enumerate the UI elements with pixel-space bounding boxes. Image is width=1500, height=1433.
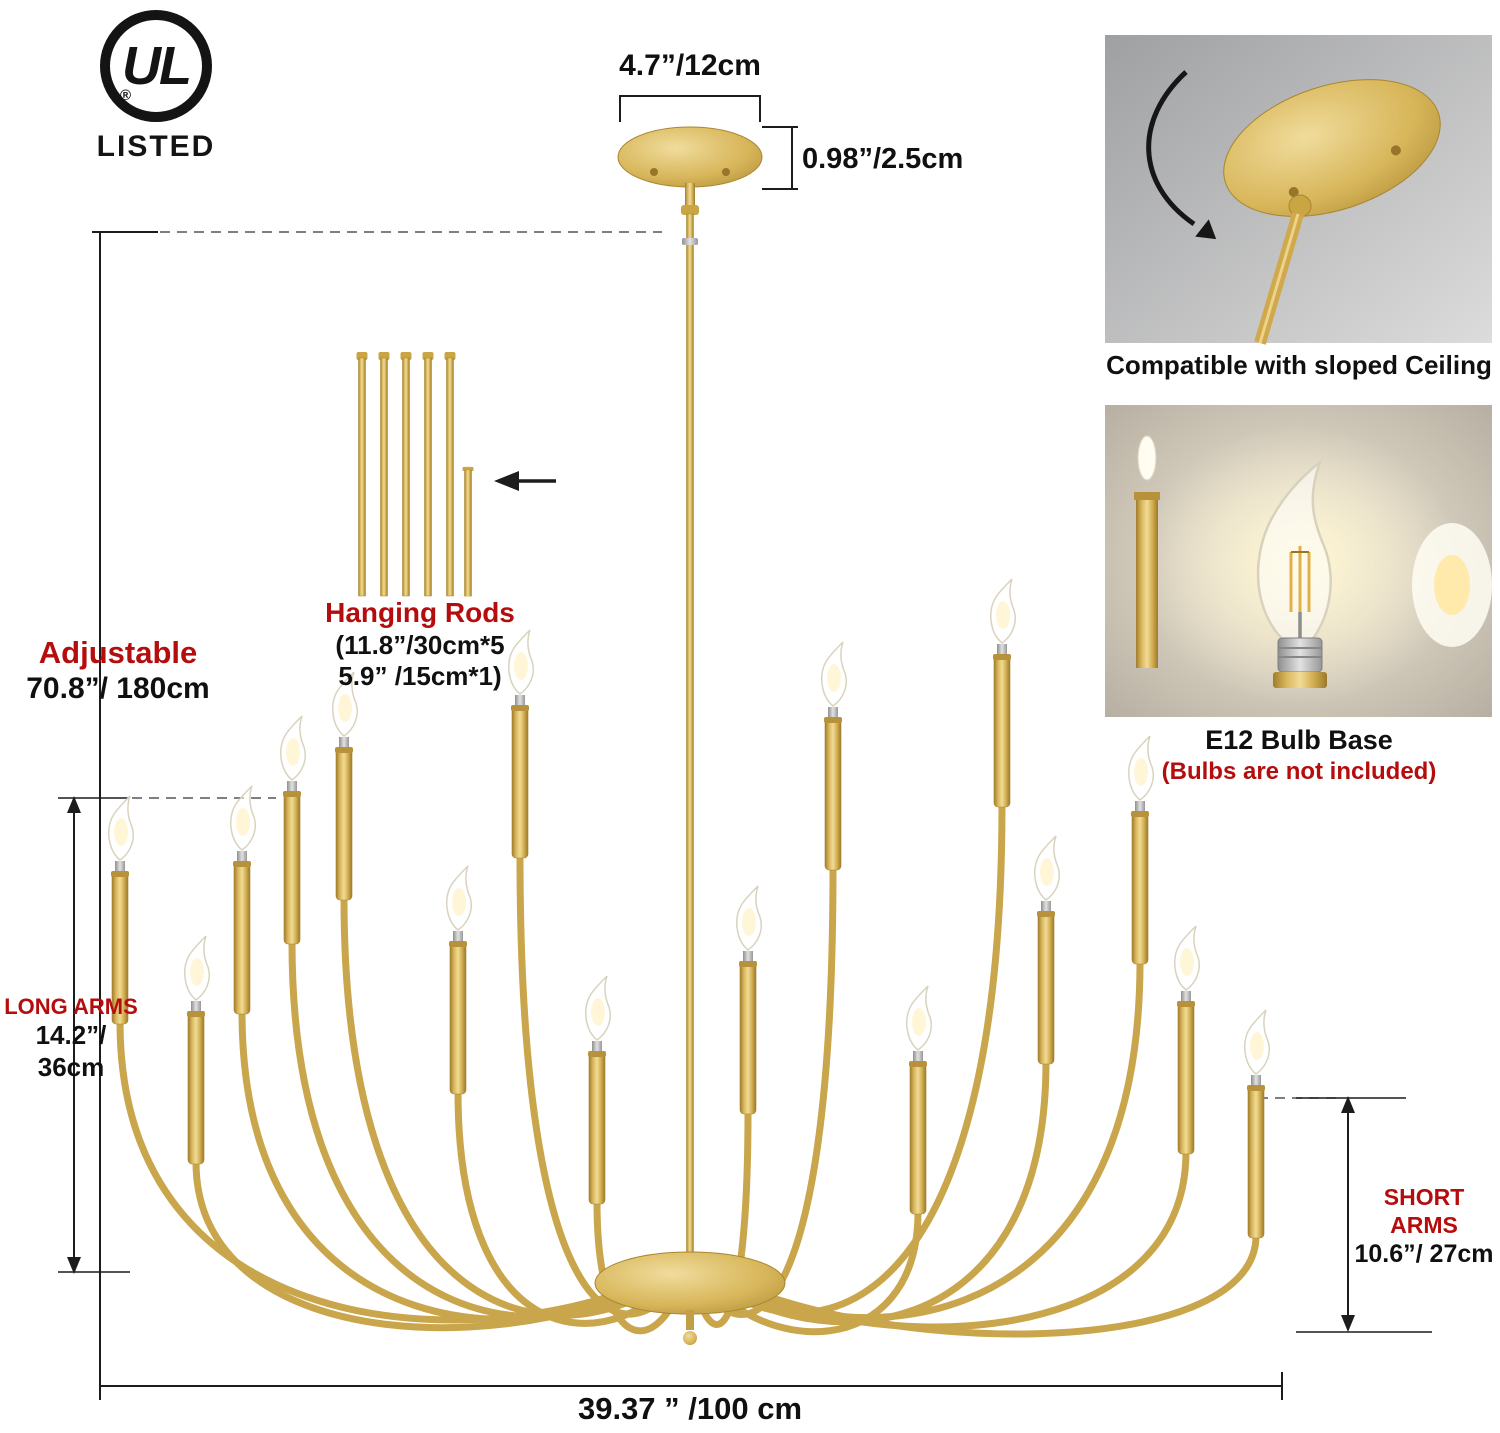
long-arms-title: LONG ARMS bbox=[4, 994, 138, 1019]
ceiling-canopy bbox=[617, 126, 763, 215]
hanging-rods-line2: 5.9” /15cm*1) bbox=[338, 660, 502, 691]
adjustable-height-label: Adjustable 70.8”/ 180cm bbox=[6, 634, 230, 707]
bulb-base-note: (Bulbs are not included) bbox=[1161, 758, 1437, 786]
registered-symbol: ® bbox=[120, 87, 132, 104]
long-arms-label: LONG ARMS 14.2”/ 36cm bbox=[0, 994, 142, 1083]
long-arms-line2: 36cm bbox=[37, 1051, 105, 1082]
short-arms-value: 10.6”/ 27cm bbox=[1354, 1240, 1494, 1269]
rod-set-screw bbox=[682, 238, 698, 245]
adjustable-value: 70.8”/ 180cm bbox=[26, 672, 210, 706]
down-rod bbox=[686, 213, 694, 1267]
hanging-rods-arrow bbox=[494, 471, 556, 491]
center-hub bbox=[594, 1251, 786, 1345]
hanging-rods-title: Hanging Rods bbox=[325, 597, 515, 628]
bulb-base-title: E12 Bulb Base bbox=[1205, 725, 1393, 755]
swivel-arrow-icon bbox=[1146, 70, 1217, 240]
sloped-ceiling-panel bbox=[1105, 35, 1492, 345]
dimension-lines bbox=[92, 95, 1283, 1400]
hanging-rods-label: Hanging Rods (11.8”/30cm*5 5.9” /15cm*1) bbox=[310, 596, 530, 692]
adjustable-title: Adjustable bbox=[38, 635, 198, 670]
ul-listed-text: LISTED bbox=[96, 130, 216, 163]
hanging-rods-line1: (11.8”/30cm*5 bbox=[335, 629, 505, 660]
ul-listed-badge: UL ® LISTED bbox=[92, 10, 220, 164]
canopy-height-label: 0.98”/2.5cm bbox=[802, 143, 964, 175]
long-arms-dimension-arrow bbox=[58, 796, 130, 1274]
e12-bulb bbox=[1256, 458, 1332, 688]
bulb-closeup-panel bbox=[1105, 405, 1492, 717]
sloped-ceiling-caption: Compatible with sloped Ceiling bbox=[1106, 350, 1492, 380]
canopy-width-bracket bbox=[619, 95, 761, 122]
canopy-width-label: 4.7”/12cm bbox=[619, 49, 761, 82]
short-arms-dimension-arrow bbox=[1296, 1096, 1432, 1333]
chandelier bbox=[108, 126, 1271, 1345]
overall-width-label: 39.37 ” /100 cm bbox=[577, 1391, 803, 1426]
hanging-rods bbox=[356, 351, 474, 597]
short-arms-title: SHORT ARMS bbox=[1383, 1184, 1465, 1238]
short-arms-label: SHORT ARMS 10.6”/ 27cm bbox=[1348, 1184, 1500, 1269]
long-arms-line1: 14.2”/ bbox=[35, 1020, 107, 1051]
ul-logo-icon: UL ® bbox=[100, 10, 212, 122]
canopy-height-bracket bbox=[762, 126, 798, 190]
ul-mark: UL bbox=[122, 36, 192, 96]
bulb-base-caption: E12 Bulb Base (Bulbs are not included) bbox=[1105, 724, 1493, 787]
